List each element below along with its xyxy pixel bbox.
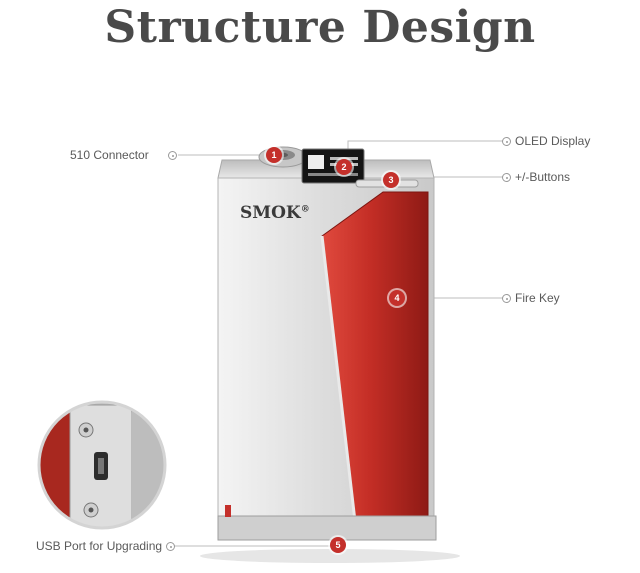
device-brand: SMOK® <box>240 203 310 223</box>
callout-target-3 <box>502 173 511 182</box>
callout-marker-3: 3 <box>383 172 399 188</box>
callout-marker-4: 4 <box>389 290 405 306</box>
brand-name: SMOK <box>240 203 301 223</box>
callout-marker-1: 1 <box>266 147 282 163</box>
label-fire-key: Fire Key <box>515 291 560 305</box>
label-usb-port: USB Port for Upgrading <box>36 539 163 553</box>
callout-target-5 <box>166 542 175 551</box>
label-buttons: +/-Buttons <box>515 170 571 184</box>
callout-marker-5: 5 <box>330 537 346 553</box>
label-510-connector: 510 Connector <box>70 148 149 162</box>
page-title: Structure Design <box>104 2 536 53</box>
callout-target-2 <box>502 137 511 146</box>
label-oled-display: OLED Display <box>515 134 591 148</box>
callout-target-4 <box>502 294 511 303</box>
registered-mark: ® <box>300 204 310 215</box>
callout-marker-2: 2 <box>336 159 352 175</box>
callout-target-1 <box>168 151 177 160</box>
